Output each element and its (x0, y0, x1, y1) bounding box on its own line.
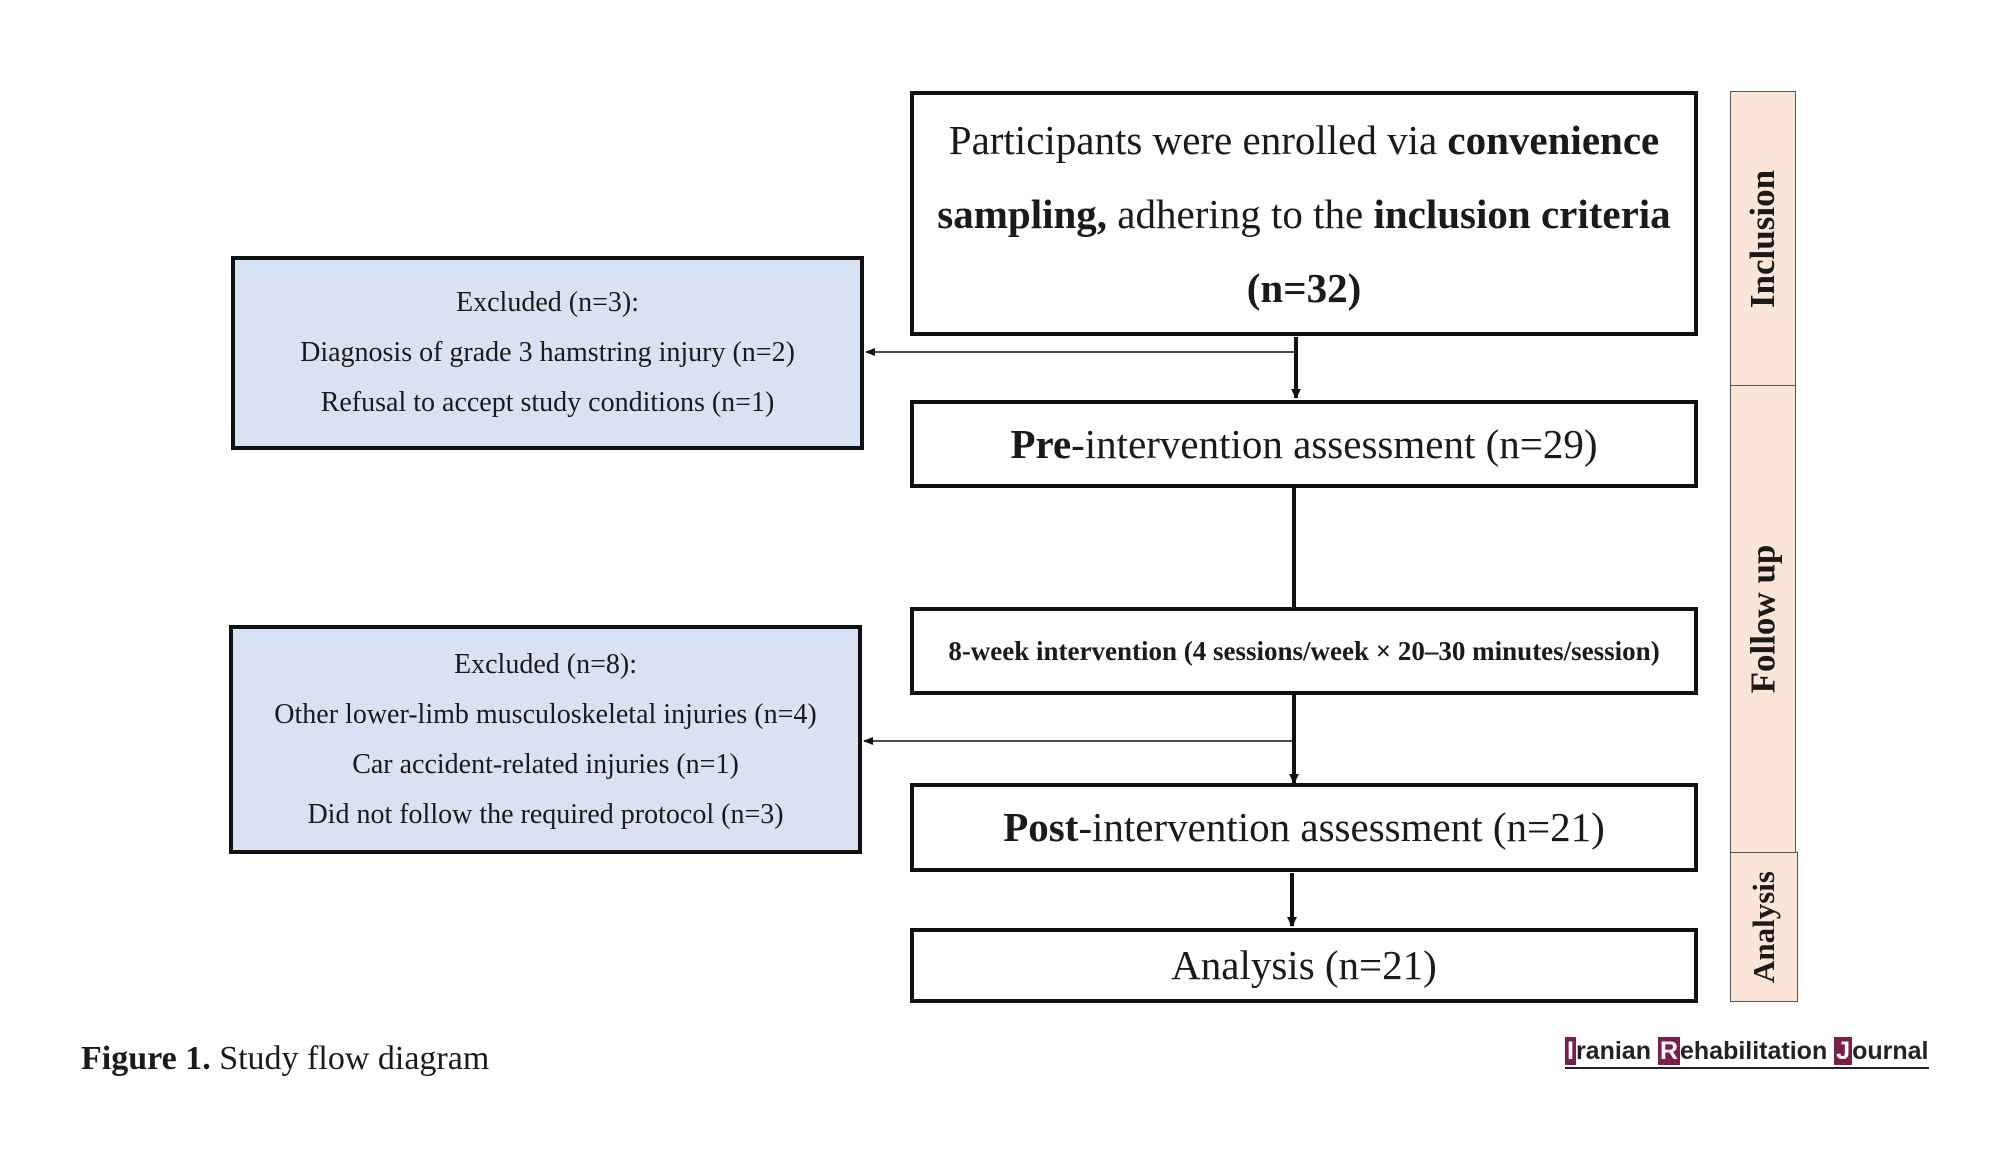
stage-analysis: Analysis (1730, 852, 1798, 1002)
post-intervention-box: Post-intervention assessment (n=21) (910, 783, 1698, 872)
figure-caption-text: Study flow diagram (210, 1040, 490, 1077)
journal-logo: Iranian Rehabilitation Journal (1565, 1037, 1929, 1069)
exclusion-box-2: Excluded (n=8): Other lower-limb musculo… (229, 625, 862, 854)
exclusion-1-reason: Refusal to accept study conditions (n=1) (320, 387, 775, 418)
pre-intervention-label: Pre-intervention assessment (n=29) (1010, 420, 1598, 467)
intervention-label: 8-week intervention (4 sessions/week × 2… (948, 635, 1660, 666)
inclusion-box: Participants were enrolled via convenien… (910, 91, 1698, 336)
stage-follow-up: Follow up (1730, 385, 1796, 853)
analysis-box: Analysis (n=21) (910, 928, 1698, 1003)
journal-logo-underline (1565, 1067, 1929, 1069)
pre-intervention-box: Pre-intervention assessment (n=29) (910, 400, 1698, 488)
post-intervention-label: Post-intervention assessment (n=21) (1003, 804, 1605, 850)
exclusion-2-heading: Excluded (n=8): (454, 648, 637, 680)
intervention-box: 8-week intervention (4 sessions/week × 2… (910, 607, 1698, 695)
inclusion-text: Participants were enrolled via convenien… (937, 116, 1671, 311)
stage-analysis-label: Analysis (1746, 871, 1782, 983)
stage-inclusion-label: Inclusion (1743, 169, 1782, 308)
exclusion-box-1: Excluded (n=3): Diagnosis of grade 3 ham… (231, 256, 864, 450)
stage-follow-up-label: Follow up (1743, 544, 1783, 694)
analysis-label: Analysis (n=21) (1171, 942, 1437, 988)
figure-caption-label: Figure 1. (81, 1040, 211, 1077)
exclusion-1-reason: Diagnosis of grade 3 hamstring injury (n… (300, 337, 795, 368)
exclusion-2-reason: Did not follow the required protocol (n=… (307, 798, 784, 830)
exclusion-2-reason: Car accident-related injuries (n=1) (352, 748, 739, 780)
stage-inclusion: Inclusion (1730, 91, 1796, 386)
exclusion-1-heading: Excluded (n=3): (456, 287, 639, 318)
figure-caption: Figure 1. Study flow diagram (81, 1040, 489, 1078)
exclusion-2-reason: Other lower-limb musculoskeletal injurie… (274, 698, 817, 730)
